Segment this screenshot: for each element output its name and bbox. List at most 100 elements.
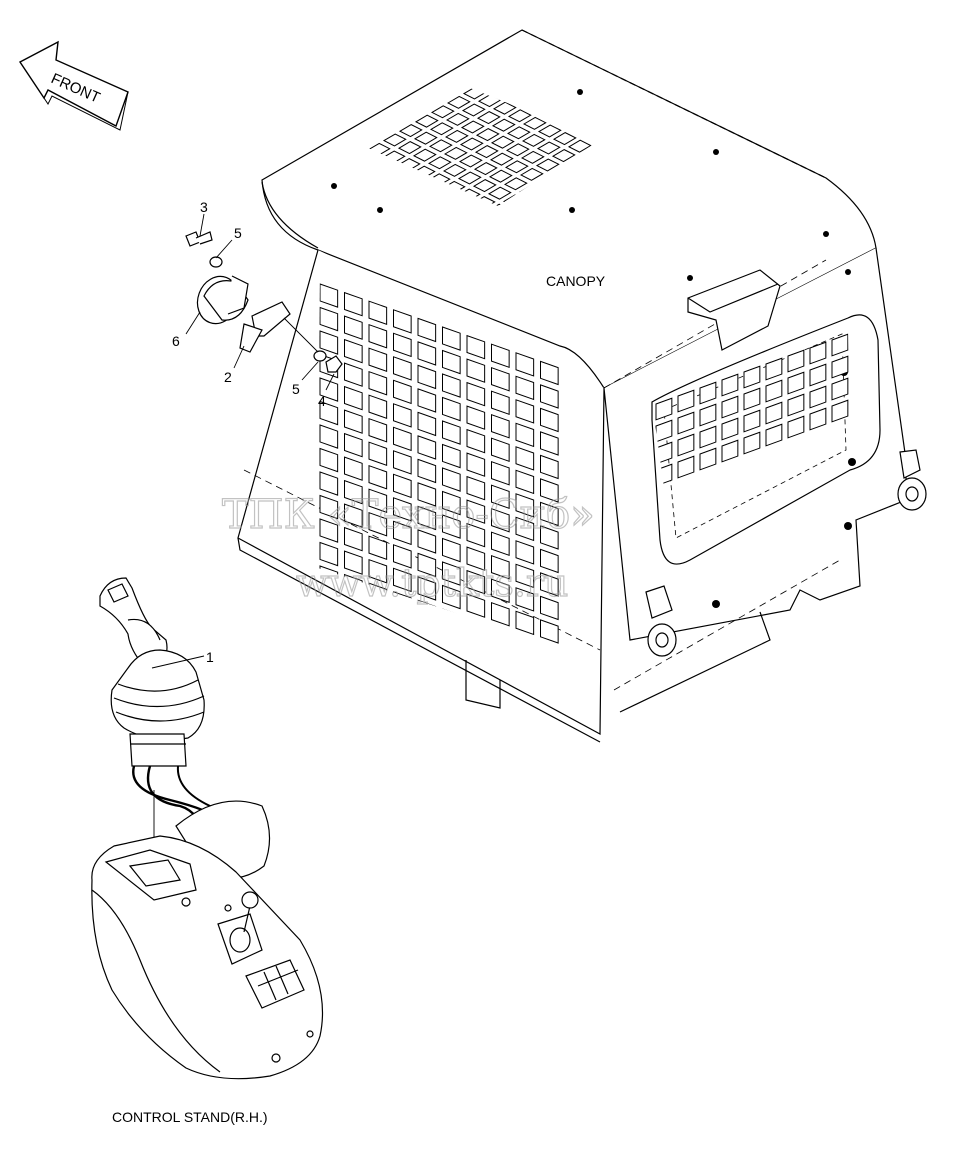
mesh-cell xyxy=(393,520,412,546)
mesh-cell xyxy=(489,152,514,166)
mesh-cell xyxy=(412,148,437,162)
mesh-cell xyxy=(457,171,482,185)
mesh-cell xyxy=(787,415,805,439)
mesh-cell xyxy=(319,283,339,308)
mesh-cell xyxy=(319,494,339,520)
mesh-cell xyxy=(442,373,461,398)
mesh-cell xyxy=(552,132,577,146)
mesh-cell xyxy=(466,358,486,383)
mesh-cell xyxy=(368,441,388,467)
mesh-cell xyxy=(368,347,388,373)
mesh-cell xyxy=(787,349,805,373)
mesh-cell xyxy=(466,334,486,360)
mesh-cell xyxy=(393,426,412,452)
mesh-cell xyxy=(442,467,461,492)
mesh-cell xyxy=(515,540,535,565)
mesh-cell xyxy=(515,446,535,471)
mesh-cell xyxy=(466,522,486,548)
nut-part xyxy=(325,355,343,373)
mesh-cell xyxy=(344,362,363,387)
mesh-cell xyxy=(540,501,559,527)
callout-5-lower: 5 xyxy=(292,381,300,397)
mesh-cell xyxy=(831,377,849,401)
mesh-cell xyxy=(414,114,439,128)
mesh-cell xyxy=(721,373,739,397)
mesh-cell xyxy=(368,370,388,396)
mesh-cell xyxy=(490,135,515,149)
mesh-cell xyxy=(506,126,531,140)
mesh-cell xyxy=(765,401,783,425)
mesh-cell xyxy=(537,124,562,138)
mesh-cell xyxy=(393,356,412,381)
mesh-cell xyxy=(515,422,535,448)
callout-6: 6 xyxy=(172,333,180,349)
mesh-cell xyxy=(344,291,363,317)
mesh-cell xyxy=(382,133,407,147)
mesh-cell xyxy=(344,550,363,575)
mesh-cell xyxy=(417,388,437,413)
mesh-cell xyxy=(515,563,535,589)
canopy-drawing xyxy=(237,29,927,743)
mesh-cell xyxy=(417,317,437,343)
mesh-cell xyxy=(368,535,388,561)
mesh-cell xyxy=(491,507,510,533)
mesh-cell xyxy=(487,186,512,200)
mesh-cell xyxy=(831,399,849,423)
mesh-cell xyxy=(504,160,529,174)
mesh-cell xyxy=(491,413,510,439)
mesh-cell xyxy=(442,349,461,375)
canopy-rear-mesh xyxy=(655,333,849,487)
mesh-cell xyxy=(319,377,339,402)
mesh-cell xyxy=(398,124,423,138)
mesh-cell xyxy=(491,578,510,604)
mesh-cell xyxy=(344,338,363,364)
mesh-cell xyxy=(368,394,388,420)
mesh-cell xyxy=(491,118,516,132)
mesh-cell xyxy=(743,387,761,411)
mesh-cell xyxy=(442,584,461,610)
mesh-cell xyxy=(344,526,363,552)
mesh-cell xyxy=(743,365,761,389)
mesh-cell xyxy=(491,601,510,627)
mesh-cell xyxy=(417,364,437,390)
mesh-cell xyxy=(427,156,452,170)
mesh-cell xyxy=(540,619,559,644)
mesh-cell xyxy=(444,129,469,143)
mesh-cell xyxy=(809,407,827,431)
mesh-cell xyxy=(368,323,388,349)
canopy-label: CANOPY xyxy=(546,273,606,289)
mesh-cell xyxy=(520,150,545,164)
mesh-cell xyxy=(319,330,339,355)
mesh-cell xyxy=(442,514,461,539)
front-direction-arrow: FRONT xyxy=(18,40,129,131)
mesh-cell xyxy=(344,432,363,458)
mesh-cell xyxy=(458,154,483,168)
mesh-cell xyxy=(445,112,470,126)
mesh-cell xyxy=(765,423,783,447)
mesh-cell xyxy=(368,464,388,490)
mesh-cell xyxy=(466,452,486,477)
mesh-cell xyxy=(442,163,467,177)
mesh-cell xyxy=(503,177,528,191)
mesh-cell xyxy=(491,343,510,369)
mesh-cell xyxy=(417,458,437,484)
mesh-cell xyxy=(721,395,739,419)
mesh-cell xyxy=(442,420,461,445)
mesh-cell xyxy=(466,593,486,618)
mesh-cell xyxy=(699,425,717,449)
mesh-cell xyxy=(765,357,783,381)
mesh-cell xyxy=(442,443,461,469)
mesh-cell xyxy=(417,529,437,554)
mesh-cell xyxy=(474,145,499,159)
mesh-cell xyxy=(442,490,461,516)
mesh-cell xyxy=(393,403,412,428)
mesh-cell xyxy=(446,95,471,109)
horn-assembly xyxy=(185,213,343,391)
mesh-cell xyxy=(368,488,388,514)
mesh-cell xyxy=(475,128,500,142)
mesh-cell xyxy=(344,385,363,411)
control-stand-drawing xyxy=(91,790,324,1080)
mesh-cell xyxy=(515,399,535,424)
mesh-cell xyxy=(442,396,461,422)
mesh-cell xyxy=(319,471,339,496)
